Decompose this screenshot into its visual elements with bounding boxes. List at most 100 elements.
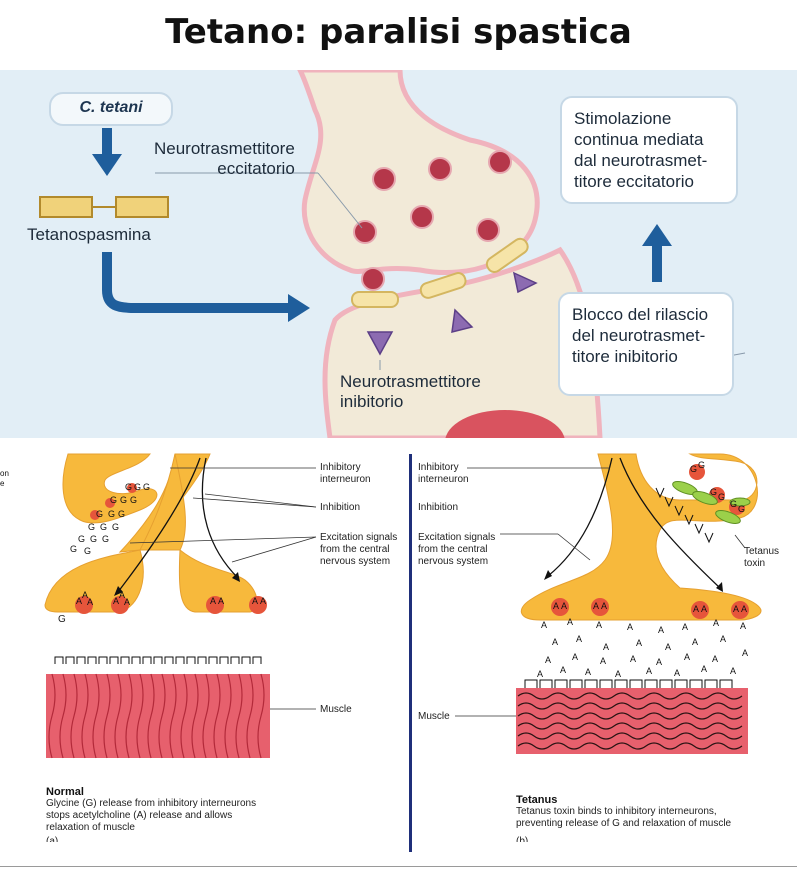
left-interneuron (44, 453, 258, 613)
right-label-excitation: Excitation signals from the central nerv… (418, 532, 496, 567)
cell-body-dome (445, 410, 565, 438)
svg-text:A: A (601, 601, 607, 611)
svg-text:A: A (615, 669, 621, 679)
svg-text:A: A (567, 617, 573, 627)
svg-text:A: A (741, 604, 747, 614)
svg-text:A: A (124, 597, 130, 607)
svg-text:A: A (665, 642, 671, 652)
svg-text:G: G (698, 460, 705, 470)
left-label-excitation: Excitation signals from the central nerv… (320, 532, 398, 567)
svg-text:G: G (102, 534, 109, 544)
svg-text:G: G (738, 504, 745, 514)
right-caption-title: Tetanus (516, 794, 558, 806)
left-muscle (46, 674, 270, 758)
svg-text:A: A (252, 596, 258, 606)
svg-text:G: G (718, 492, 725, 502)
svg-text:A: A (576, 634, 582, 644)
svg-text:G: G (130, 495, 137, 505)
left-g-mark: G (58, 614, 66, 625)
svg-text:G: G (90, 534, 97, 544)
svg-text:G: G (134, 482, 141, 492)
svg-text:A: A (585, 667, 591, 677)
svg-text:A: A (701, 604, 707, 614)
svg-text:G: G (118, 509, 125, 519)
svg-text:G: G (84, 546, 91, 556)
svg-text:A: A (693, 604, 699, 614)
svg-text:G: G (112, 522, 119, 532)
svg-text:A: A (541, 620, 547, 630)
svg-text:A: A (658, 625, 664, 635)
svg-text:A: A (113, 596, 119, 606)
bottom-rule (0, 866, 797, 867)
left-label-muscle: Muscle (320, 704, 352, 715)
svg-text:A: A (656, 657, 662, 667)
svg-text:A: A (561, 601, 567, 611)
right-leaders (455, 467, 746, 717)
svg-text:A: A (545, 655, 551, 665)
left-muscle-fibers (48, 673, 265, 759)
svg-text:A: A (742, 648, 748, 658)
right-label-muscle: Muscle (418, 711, 450, 722)
right-caption-text: Tetanus toxin binds to inhibitory intern… (516, 806, 732, 829)
block-release-box: Blocco del rilascio del neurotrasmet- ti… (558, 292, 734, 396)
up-arrow (642, 224, 672, 282)
svg-text:G: G (143, 482, 150, 492)
svg-text:A: A (701, 664, 707, 674)
left-caption-title: Normal (46, 786, 84, 798)
stimulation-box: Stimolazione continua mediata dal neurot… (560, 96, 738, 204)
svg-text:A: A (552, 637, 558, 647)
svg-text:G: G (730, 499, 737, 509)
cut-label-1: on (0, 469, 9, 478)
right-label-interneuron: Inhibitory interneuron (418, 462, 469, 485)
svg-text:A: A (560, 665, 566, 675)
svg-text:G: G (710, 487, 717, 497)
top-illustration-panel: C. tetani Tetanospasmina Neurotrasmettit… (0, 70, 797, 438)
c-tetani-pill: C. tetani (49, 92, 173, 126)
curved-arrow-shaft (102, 252, 290, 313)
svg-text:A: A (627, 622, 633, 632)
svg-text:A: A (572, 652, 578, 662)
svg-text:A: A (740, 621, 746, 631)
svg-text:A: A (682, 622, 688, 632)
svg-text:A: A (603, 642, 609, 652)
svg-text:A: A (636, 638, 642, 648)
svg-text:A: A (82, 590, 88, 600)
svg-text:A: A (210, 596, 216, 606)
down-arrow (92, 128, 122, 176)
svg-text:A: A (733, 604, 739, 614)
svg-text:A: A (537, 669, 543, 679)
svg-text:A: A (720, 634, 726, 644)
svg-text:A: A (630, 654, 636, 664)
svg-text:A: A (712, 654, 718, 664)
toxin-label: Tetanospasmina (27, 225, 151, 244)
svg-text:A: A (596, 620, 602, 630)
svg-text:G: G (690, 464, 697, 474)
svg-text:A: A (713, 618, 719, 628)
curved-arrow-head (288, 294, 310, 322)
svg-text:A: A (730, 666, 736, 676)
svg-text:G: G (88, 522, 95, 532)
svg-text:A: A (684, 652, 690, 662)
toxin-molecules (351, 237, 529, 308)
left-leaders (129, 467, 317, 710)
right-caption-letter: (b) (516, 836, 529, 842)
left-receptors (54, 656, 262, 664)
cut-label-2: e (0, 479, 5, 488)
svg-text:G: G (108, 509, 115, 519)
svg-text:G: G (70, 544, 77, 554)
svg-text:G: G (96, 509, 103, 519)
left-label-interneuron: Inhibitory interneuron (320, 462, 371, 485)
left-red-spots (75, 483, 267, 614)
excitatory-neurotransmitter-label: Neurotrasmettitore eccitatorio (154, 139, 295, 178)
svg-text:G: G (110, 495, 117, 505)
svg-text:A: A (646, 666, 652, 676)
right-signal-arrow-1 (547, 457, 613, 577)
excitatory-vesicles (353, 150, 512, 291)
svg-text:A: A (674, 668, 680, 678)
svg-text:G: G (78, 534, 85, 544)
right-receptors (524, 679, 733, 688)
left-label-inhibition: Inhibition (320, 502, 361, 513)
svg-text:G: G (100, 522, 107, 532)
svg-text:A: A (218, 596, 224, 606)
